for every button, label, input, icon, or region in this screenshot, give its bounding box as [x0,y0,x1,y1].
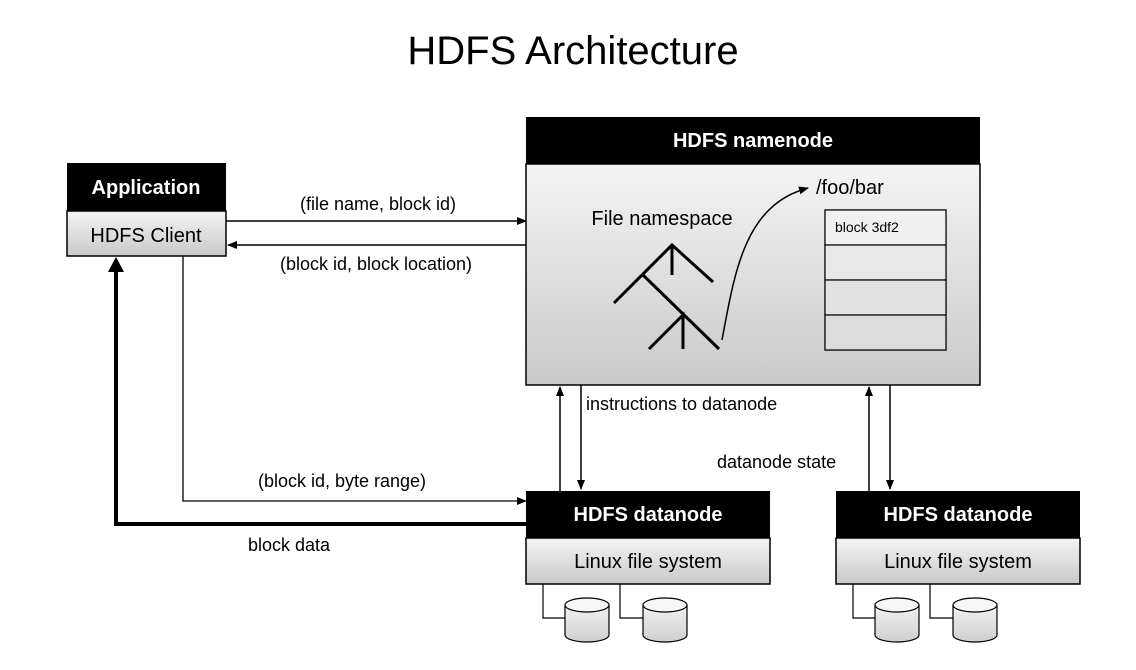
block-data-label: block data [248,535,331,555]
namenode-header: HDFS namenode [673,130,833,152]
block-row [824,209,947,246]
block-list: block 3df2 [824,209,947,351]
application-header: Application [92,177,201,199]
hdfs-client-box [66,210,227,257]
namenode-header-bg [526,117,980,164]
datanode-1: HDFS datanode Linux file system [525,491,771,643]
hdfs-client-label: HDFS Client [90,225,202,247]
file-namespace-label: File namespace [591,208,732,230]
datanode-state-label: datanode state [717,452,836,472]
path-pointer-arrow [721,186,809,341]
datanode-header: HDFS datanode [574,504,723,526]
diagram-title: HDFS Architecture [407,29,738,73]
disk-connector [852,584,953,619]
namenode: HDFS namenode File namespace /foo/bar bl… [525,117,981,386]
disk-icon [874,597,920,643]
block-row [824,314,947,351]
datanode-2: HDFS datanode Linux file system [835,491,1081,643]
block-row [824,244,947,281]
datanode-header-bg [526,491,770,538]
application-header-bg [67,163,226,211]
block-row [824,279,947,316]
disk-connector [542,584,643,619]
application-node: Application HDFS Client [66,163,227,257]
datanode-header-bg [836,491,1080,538]
disk-icon [642,597,688,643]
linux-fs-label: Linux file system [574,551,722,573]
block-id-label: block 3df2 [835,219,899,235]
block-data-arrow [114,270,526,526]
byte-range-label: (block id, byte range) [258,471,426,491]
disk-icon [564,597,610,643]
location-reply-label: (block id, block location) [280,254,472,274]
namespace-tree-icon [612,242,721,351]
file-path-label: /foo/bar [816,177,884,199]
block-data-arrowhead [108,257,124,272]
byte-range-arrow [182,256,527,505]
linux-fs-box [525,537,771,585]
linux-fs-box [835,537,1081,585]
instructions-label: instructions to datanode [586,394,777,414]
disk-icon [952,597,998,643]
file-request-label: (file name, block id) [300,194,456,214]
datanode-header: HDFS datanode [884,504,1033,526]
linux-fs-label: Linux file system [884,551,1032,573]
